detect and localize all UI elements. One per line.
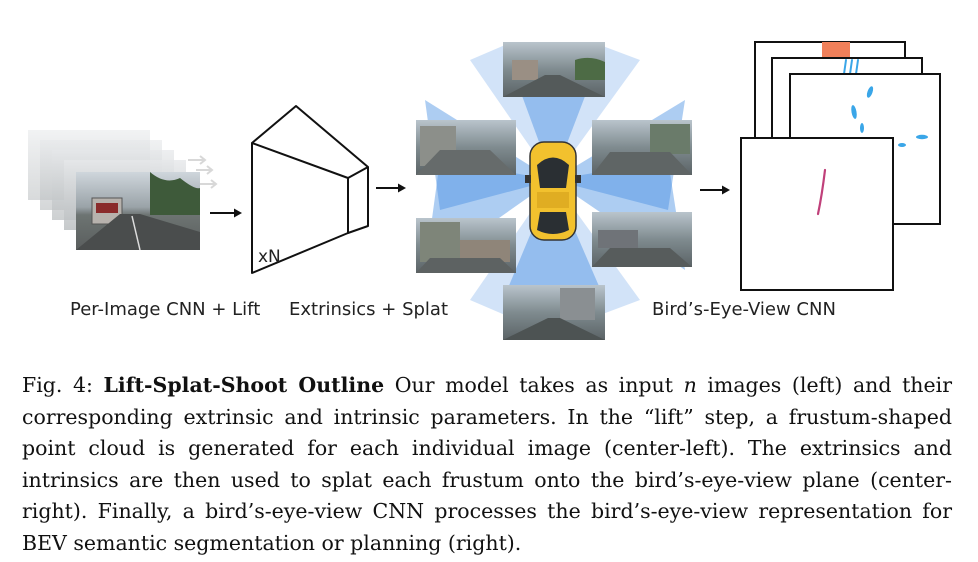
bev-detections (851, 86, 928, 147)
camera-image-front-left (416, 120, 516, 175)
bev-segmentation-trace (816, 168, 827, 216)
caption-variable-n: n (683, 373, 697, 397)
caption-text-2: images (left) and their corresponding ex… (22, 373, 952, 555)
arrow-to-lift (210, 208, 242, 218)
bev-vehicle-blob (822, 42, 850, 60)
camera-image-front (503, 42, 605, 97)
label-lift: Per-Image CNN + Lift (70, 299, 261, 320)
faded-arrows (188, 155, 218, 189)
ego-car-icon (525, 141, 581, 241)
camera-image-back-left (416, 218, 516, 273)
caption-title: Lift-Splat-Shoot Outline (103, 373, 385, 397)
lift-splat-shoot-figure: xN (28, 41, 941, 340)
caption-fig-number: Fig. 4: (22, 373, 93, 397)
arrow-to-splat (376, 183, 406, 193)
bev-map-stack (740, 41, 941, 291)
label-shoot: Bird’s-Eye-View CNN (652, 299, 836, 320)
splat-diagram (416, 42, 692, 340)
label-splat: Extrinsics + Splat (289, 299, 449, 320)
camera-image-back (503, 285, 605, 340)
caption-text-1: Our model takes as input (384, 373, 684, 397)
bev-lane-marks (843, 59, 859, 75)
frustum-multiplier-label: xN (258, 247, 281, 267)
lift-frustum (251, 105, 369, 274)
figure-caption: Fig. 4: Lift-Splat-Shoot Outline Our mod… (22, 370, 952, 559)
arrow-to-shoot (700, 185, 730, 195)
camera-image-back-right (592, 212, 692, 267)
input-image-stack (28, 130, 200, 251)
camera-image-front-right (592, 120, 692, 175)
